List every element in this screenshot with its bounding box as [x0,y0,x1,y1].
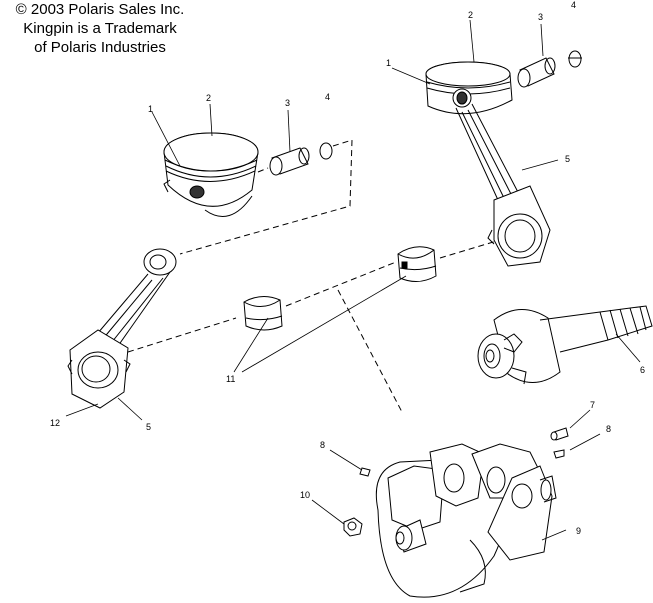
bolt [550,427,569,441]
output-shaft [477,305,653,385]
callout-piston-right: 1 [386,58,391,68]
connecting-rod-left [67,248,177,409]
wrist-pin-left [269,147,310,176]
copyright-line: © 2003 Polaris Sales Inc. [15,1,185,18]
callout-rod-left: 5 [146,422,151,432]
callout-pin-left: 3 [285,98,290,108]
bearing-left [243,296,283,331]
connecting-rod-right [455,103,551,267]
alignment-lines-bearings [285,239,501,413]
pin-clip-left [319,142,333,160]
screw-right [553,449,565,459]
pin-clip-right [568,50,582,68]
callout-bearings: 11 [226,374,235,384]
callout-crankshaft: 9 [576,526,581,536]
callout-rod-right: 5 [565,154,570,164]
trademark-line: Kingpin is a Trademark [23,20,177,37]
callout-bolt: 7 [590,400,595,410]
piston-left [163,132,259,217]
wrist-pin-right [517,57,556,88]
nut [343,517,363,537]
callout-screw-right: 8 [606,424,611,434]
trademark-owner-line: of Polaris Industries [34,39,166,56]
callout-clip-right: 4 [571,0,576,10]
crankshaft [375,443,557,598]
alignment-lines-left [179,139,353,255]
callout-rod-bottom: 12 [50,418,60,428]
alignment-line-rod-left [127,317,237,353]
callout-screw-left: 8 [320,440,325,450]
callout-nut: 10 [300,490,310,500]
callout-pin-right: 3 [538,12,543,22]
callout-ring-left: 2 [206,93,211,103]
callout-piston-left: 1 [148,104,153,114]
screw-left [359,467,371,477]
callout-ring-right: 2 [468,10,473,20]
callout-clip-left: 4 [325,92,330,102]
piston-right [425,61,513,115]
leader-lines [65,19,641,541]
bearing-right [397,246,437,282]
copyright-notice: © 2003 Polaris Sales Inc. Kingpin is a T… [0,0,200,57]
callout-shaft: 6 [640,365,645,375]
